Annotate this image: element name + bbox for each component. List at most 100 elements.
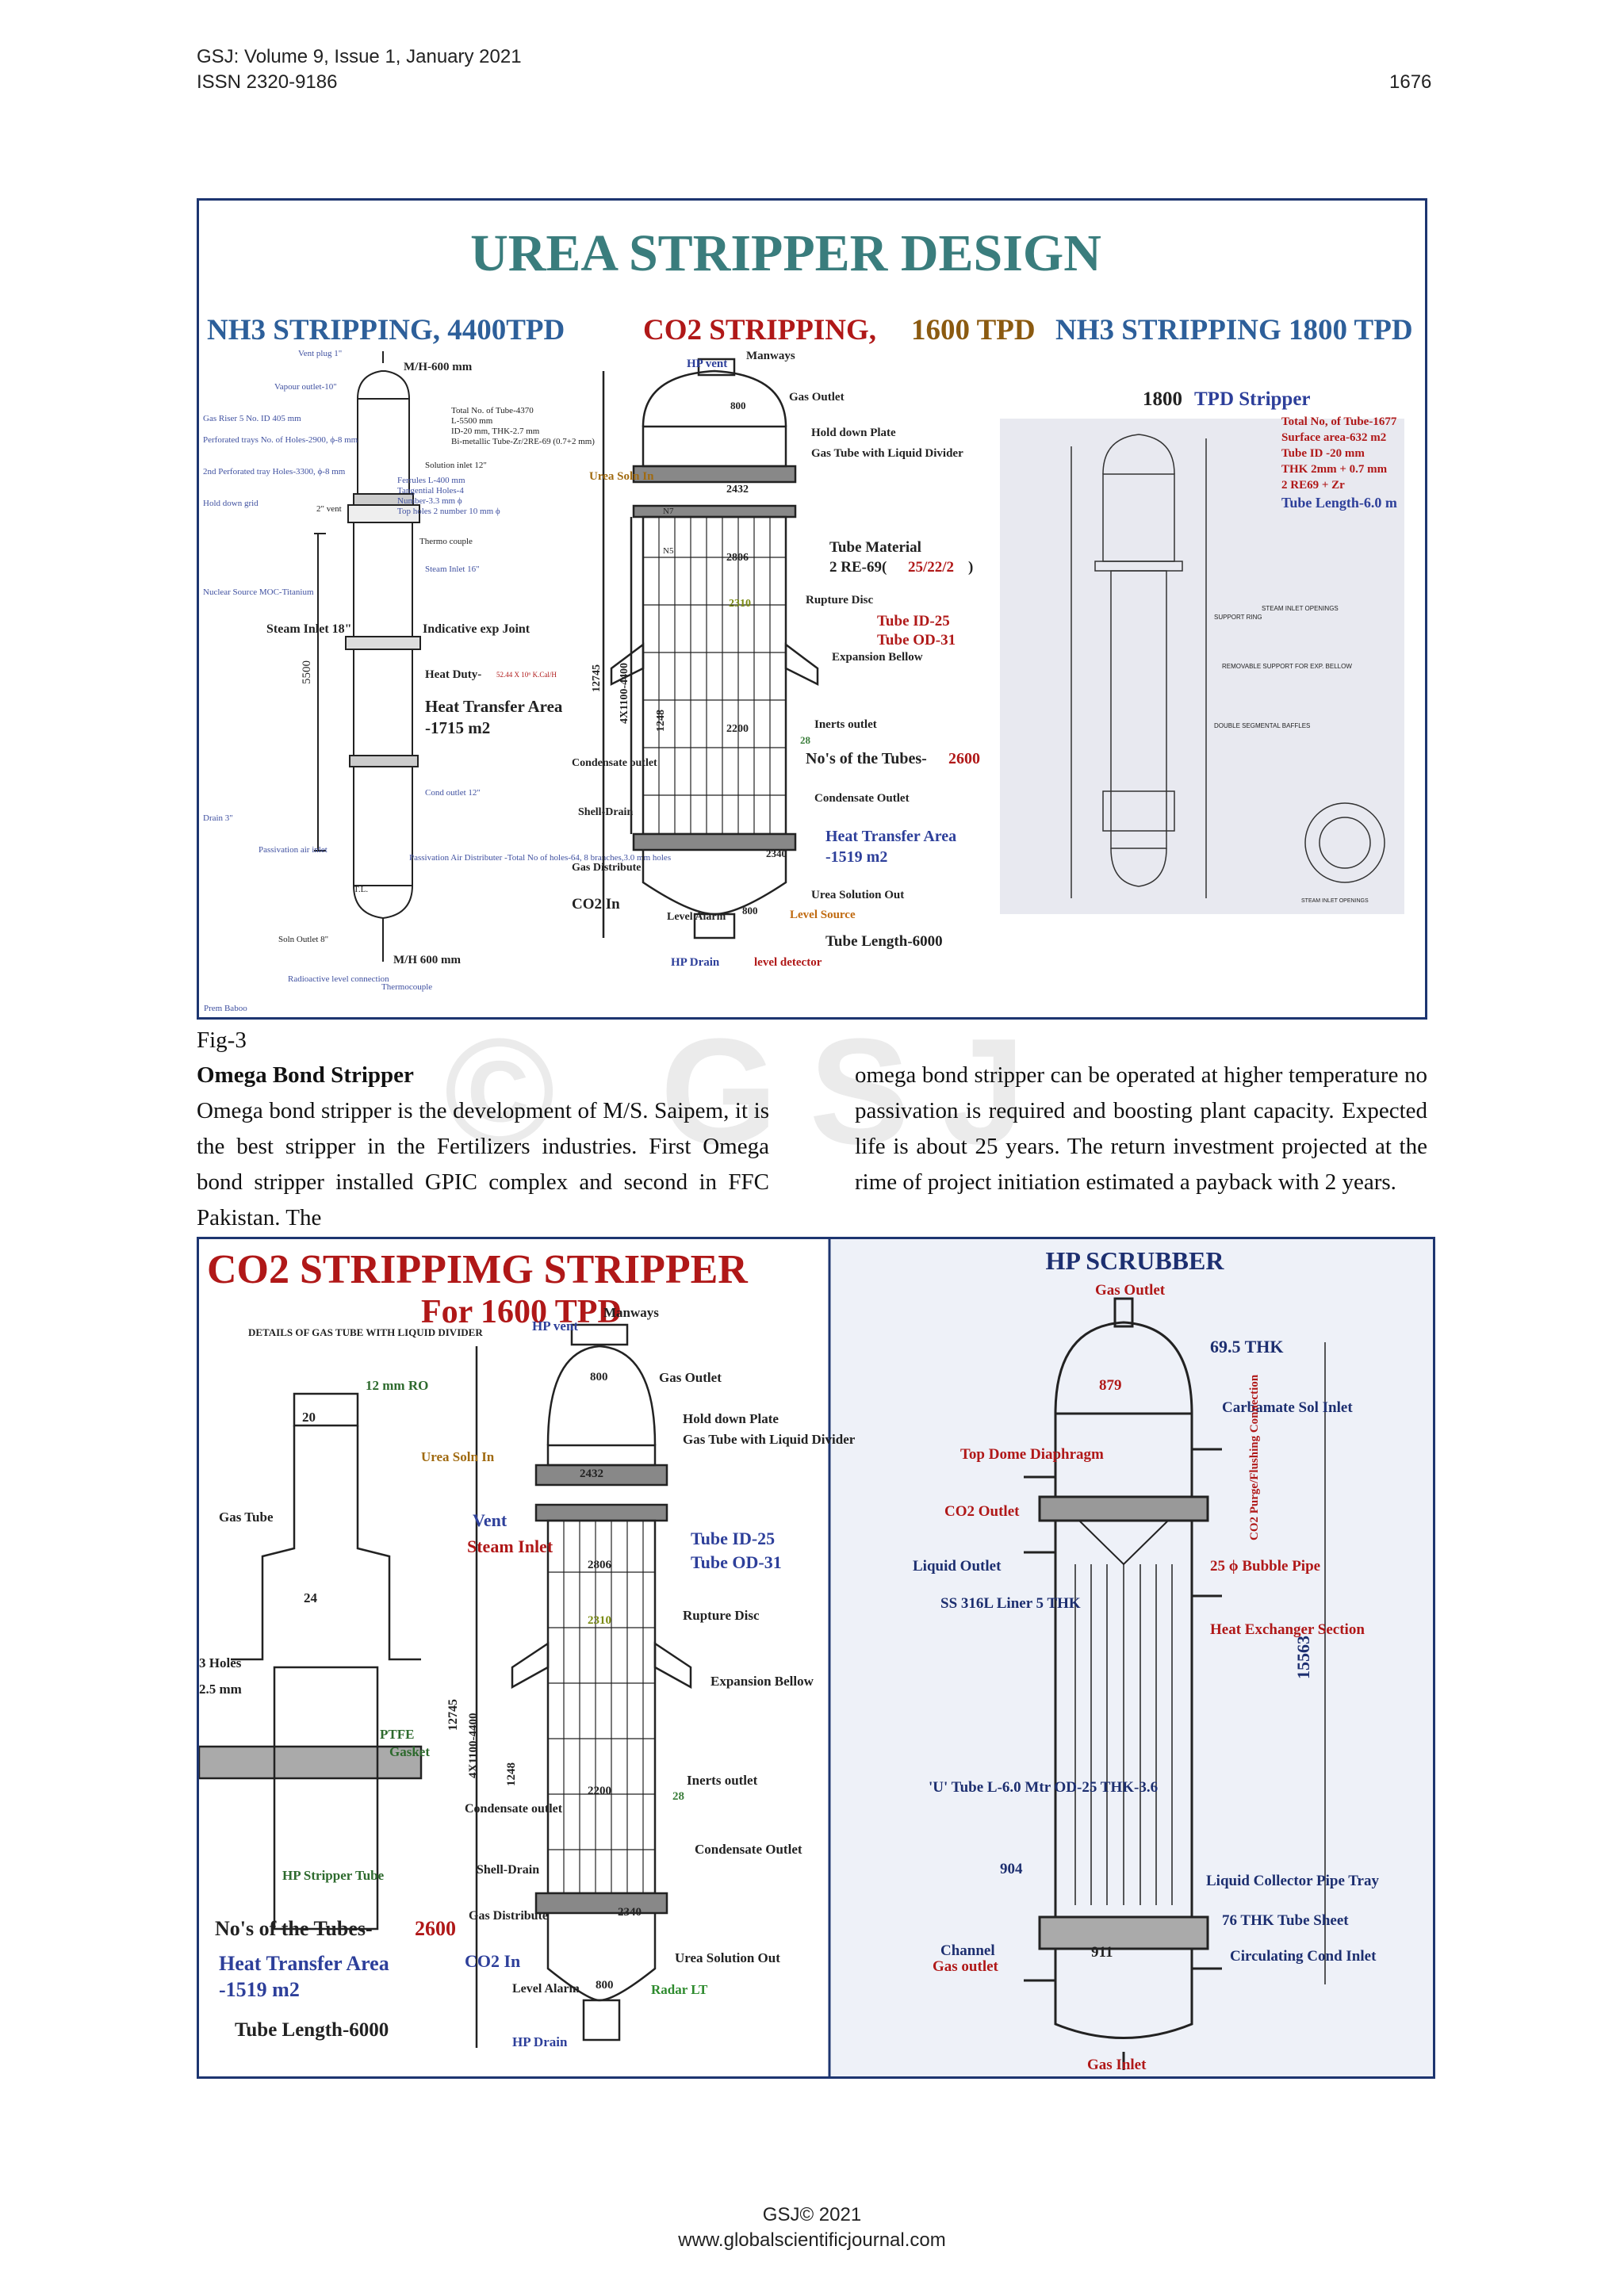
lbl-r10: REMOVABLE SUPPORT FOR EXP. BELLOW <box>1222 663 1352 670</box>
lbl-l25: -1715 m2 <box>425 718 490 737</box>
lbl-f2l34: Inerts outlet <box>687 1773 758 1788</box>
lbl-f2r1: 69.5 THK <box>1210 1337 1284 1357</box>
lbl-l31: T.L. <box>354 885 368 894</box>
lbl-m27: Condensate Outlet <box>814 792 910 805</box>
lbl-f2r20: Gas Inlet <box>1087 2057 1147 2073</box>
lbl-f2l37: Condensate Outlet <box>695 1842 802 1857</box>
lbl-f2l28: Rupture Disc <box>683 1608 760 1623</box>
lbl-l17: Thermo couple <box>419 537 473 546</box>
lbl-f2l43: Level Alarm <box>512 1982 580 1996</box>
lbl-l30: Passivation Air Distributer -Total No of… <box>409 853 671 863</box>
lbl-l21: Indicative exp Joint <box>423 622 530 636</box>
lbl-l10: ID-20 mm, THK-2.7 mm <box>451 427 540 436</box>
figure-caption: Fig-3 <box>197 1027 247 1053</box>
lbl-l12: Solution inlet 12" <box>425 461 487 470</box>
lbl-f2l7: Gasket <box>389 1744 430 1759</box>
co2-stripper-drawing <box>602 358 819 939</box>
fig1-sub-right: NH3 STRIPPING 1800 TPD <box>1055 314 1413 346</box>
lbl-r2: Total No, of Tube-1677 <box>1281 415 1397 428</box>
lbl-m23: 28 <box>800 734 811 746</box>
lbl-m14: Rupture Disc <box>806 594 873 607</box>
lbl-f2r2: 879 <box>1099 1377 1122 1394</box>
lbl-f2l30: 12745 <box>446 1699 460 1731</box>
lbl-f2l39: 2340 <box>618 1906 642 1919</box>
fig2-title-a: CO2 STRIPPIMG STRIPPER <box>207 1247 749 1292</box>
lbl-f2l14: HP vent <box>532 1318 578 1334</box>
lbl-m5: Gas Tube with Liquid Divider <box>811 447 963 460</box>
lbl-f2l17: Gas Outlet <box>659 1370 722 1385</box>
lbl-m28: Shell-Drain <box>578 806 633 818</box>
lbl-m13: 2310 <box>729 598 751 610</box>
lbl-m32: 2340 <box>766 848 787 859</box>
lbl-l4: Perforated trays No. of Holes-2900, ϕ-8 … <box>203 435 358 445</box>
lbl-m33: CO2 In <box>572 896 620 913</box>
lbl-l26: 5500 <box>301 660 313 684</box>
lbl-l32: Soln Outlet 8" <box>278 935 328 944</box>
lbl-f2l13: Tube Length-6000 <box>235 2019 389 2041</box>
lbl-r1: TPD Stripper <box>1194 388 1311 410</box>
lbl-l7: 2" vent <box>316 504 342 514</box>
lbl-l18: Steam Inlet 16" <box>425 564 480 574</box>
lbl-m35: Level Alarm <box>667 911 726 923</box>
lbl-m42: N5 <box>663 546 674 556</box>
lbl-f2l31: 4X1100-4400 <box>467 1713 480 1779</box>
lbl-m34: Urea Solution Out <box>811 889 904 901</box>
lbl-f2l6: PTFE <box>380 1727 414 1742</box>
footer-url[interactable]: www.globalscientificjournal.com <box>678 2229 946 2251</box>
lbl-m41: N7 <box>663 507 674 516</box>
lbl-l23: 52.44 X 10⁶ K.Cal/H <box>496 671 557 679</box>
lbl-l15: Number-3.3 mm ϕ <box>397 496 462 506</box>
lbl-m37: Level Source <box>790 909 856 921</box>
lbl-f2l20: Urea Soln In <box>421 1449 495 1464</box>
lbl-l8: Total No. of Tube-4370 <box>451 406 534 415</box>
lbl-f2l12: -1519 m2 <box>219 1978 300 2001</box>
lbl-l24: Heat Transfer Area <box>425 697 563 716</box>
lbl-r7: Tube Length-6.0 m <box>1281 495 1397 511</box>
lbl-r6: 2 RE69 + Zr <box>1281 479 1345 492</box>
lbl-f2l41: CO2 In <box>465 1951 520 1971</box>
lbl-f2l5: 2.5 mm <box>199 1682 242 1697</box>
lbl-f2l22: Vent <box>473 1510 508 1530</box>
lbl-f2l3: 24 <box>304 1590 318 1605</box>
lbl-m0: HP vent <box>687 358 727 370</box>
lbl-f2r6: CO2 Purge/Flushing Connection <box>1248 1374 1261 1540</box>
lbl-m2: 800 <box>730 400 746 411</box>
journal-header: GSJ: Volume 9, Issue 1, January 2021 <box>197 46 522 67</box>
body-paragraph-left: Omega bond stripper is the development o… <box>197 1098 769 1230</box>
lbl-l34: Radioactive level connection <box>288 974 389 984</box>
lbl-f2r19: Circulating Cond Inlet <box>1230 1948 1377 1965</box>
lbl-f2r3: Carbamate Sol Inlet <box>1222 1399 1353 1416</box>
lbl-f2r0: Gas Outlet <box>1095 1282 1166 1299</box>
lbl-f2l27: 2310 <box>588 1614 611 1627</box>
footer-copyright: GSJ© 2021 <box>762 2204 862 2225</box>
issn: ISSN 2320-9186 <box>197 71 338 93</box>
lbl-f2l25: Tube OD-31 <box>691 1552 782 1572</box>
lbl-f2r8: 25 ϕ Bubble Pipe <box>1210 1558 1320 1575</box>
lbl-r0: 1800 <box>1143 388 1182 410</box>
lbl-m26: Condensate outlet <box>572 757 657 769</box>
lbl-m4: Hold down Plate <box>811 427 896 439</box>
lbl-l11: Bi-metallic Tube-Zr/2RE-69 (0.7+2 mm) <box>451 437 595 446</box>
lbl-f2l21: 2432 <box>580 1468 603 1480</box>
lbl-m29: Heat Transfer Area <box>825 828 956 845</box>
fig2-detail-title: DETAILS OF GAS TUBE WITH LIQUID DIVIDER <box>248 1326 483 1338</box>
page-number: 1676 <box>1389 71 1432 93</box>
lbl-f2l32: 1248 <box>505 1762 518 1786</box>
lbl-l3: Gas Riser 5 No. ID 405 mm <box>203 414 301 423</box>
lbl-l36: Prem Baboo <box>204 1004 247 1013</box>
lbl-r12: STEAM INLET OPENINGS <box>1301 898 1369 904</box>
lbl-f2r10: Heat Exchanger Section <box>1210 1621 1365 1638</box>
lbl-f2l45: Radar LT <box>651 1982 708 1997</box>
lbl-l5: 2nd Perforated tray Holes-3300, ϕ-8 mm <box>203 467 346 476</box>
lbl-m39: HP Drain <box>671 956 720 969</box>
lbl-f2r13: 904 <box>1000 1861 1023 1877</box>
lbl-m30: -1519 m2 <box>825 848 887 866</box>
lbl-f2l44: 800 <box>596 1979 614 1992</box>
lbl-l19: Nuclear Source MOC-Titanium <box>203 587 314 597</box>
lbl-m12: ) <box>968 559 973 576</box>
lbl-m11: 25/22/2 <box>908 559 954 576</box>
lbl-m24: No's of the Tubes- <box>806 750 927 767</box>
lbl-f2r12: 'U' Tube L-6.0 Mtr OD-25 THK-3.6 <box>929 1779 1158 1796</box>
lbl-m7: 2432 <box>726 484 749 496</box>
lbl-m36: 800 <box>742 905 758 916</box>
